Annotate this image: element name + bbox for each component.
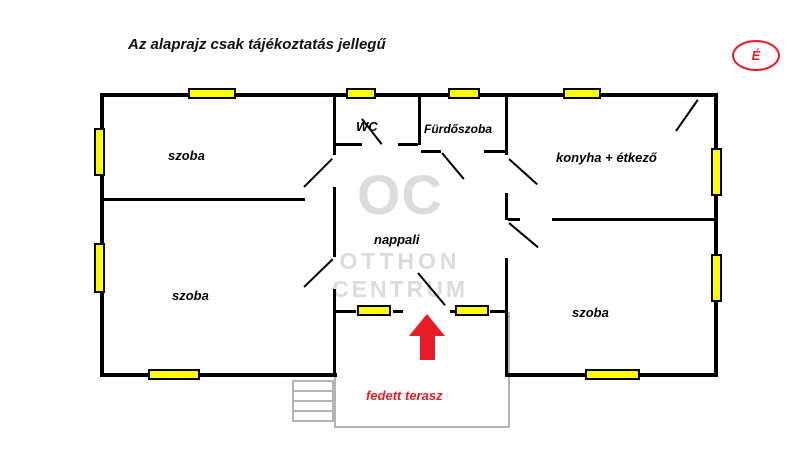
room-label-szoba-bottom-left: szoba [172, 288, 209, 303]
arrow-head [409, 314, 445, 336]
wall-segment [333, 187, 336, 257]
wall-segment [398, 143, 418, 146]
room-label-nappali: nappali [374, 232, 420, 247]
wall-segment [505, 258, 508, 377]
terrace-wall-right [508, 312, 510, 428]
window-marker [455, 305, 489, 316]
wall-segment [508, 218, 520, 221]
wall-segment [418, 95, 421, 145]
wall-segment [490, 310, 505, 313]
door-swing [508, 158, 538, 186]
window-marker [585, 369, 640, 380]
wall-segment [103, 198, 305, 201]
north-compass-icon: É [732, 40, 780, 71]
wall-segment [450, 310, 455, 313]
wall-outer-right [714, 93, 718, 377]
room-label-furdoszoba: Fürdőszoba [424, 122, 492, 136]
stairs [292, 380, 334, 422]
door-swing [508, 222, 539, 249]
window-marker [711, 148, 722, 196]
window-marker [94, 243, 105, 293]
window-marker [94, 128, 105, 176]
wall-segment [421, 150, 441, 153]
wall-segment [336, 310, 356, 313]
arrow-shaft [419, 336, 435, 360]
window-marker [188, 88, 236, 99]
room-label-wc: WC [356, 119, 378, 134]
watermark-logo: OC [357, 163, 443, 226]
room-label-konyha: konyha + étkező [556, 150, 657, 165]
window-marker [711, 254, 722, 302]
window-marker [357, 305, 391, 316]
wall-segment [393, 310, 403, 313]
room-label-terasz: fedett terasz [366, 388, 443, 403]
wall-outer-top [100, 93, 718, 97]
window-marker [148, 369, 200, 380]
wall-segment [484, 150, 505, 153]
wall-segment [505, 193, 508, 220]
wall-segment [333, 95, 336, 155]
wall-segment [333, 289, 336, 377]
wall-outer-left [100, 93, 104, 377]
room-label-szoba-top-left: szoba [168, 148, 205, 163]
watermark-line2: CENTRUM [332, 276, 468, 302]
window-marker [448, 88, 480, 99]
entrance-arrow-icon [409, 314, 445, 362]
wall-segment [505, 95, 508, 155]
terrace-wall-bottom [334, 426, 510, 428]
door-swing [675, 99, 699, 132]
wall-segment [552, 218, 714, 221]
window-marker [563, 88, 601, 99]
room-label-szoba-bottom-right: szoba [572, 305, 609, 320]
window-marker [346, 88, 376, 99]
disclaimer-title: Az alaprajz csak tájékoztatás jellegű [128, 36, 386, 53]
compass-label: É [751, 48, 761, 63]
wall-segment [336, 143, 362, 146]
wall-outer-bottom-left [100, 373, 337, 377]
watermark-line1: OTTHON [339, 248, 461, 274]
